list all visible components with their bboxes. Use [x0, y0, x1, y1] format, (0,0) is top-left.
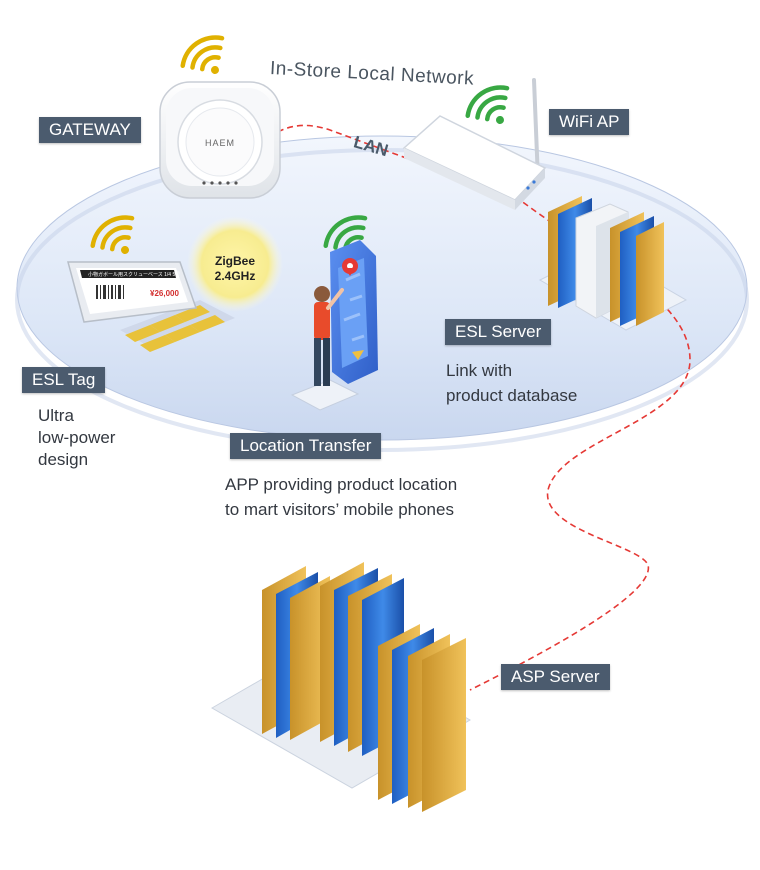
- caption-line: Link with: [446, 361, 513, 380]
- zigbee-label-line: ZigBee: [214, 254, 255, 268]
- gateway-logo: HAEM: [205, 138, 235, 148]
- server-rack-icon: [538, 196, 688, 331]
- esl-tag-device-icon: 小物ガボール用スクリューベース 1/4 5号 ¥26,000: [67, 261, 235, 352]
- wifi-icon: [180, 35, 225, 74]
- gateway-label: GATEWAY: [39, 117, 141, 143]
- esl-tag-label: ESL Tag: [22, 367, 106, 393]
- caption-line: APP providing product location: [225, 475, 458, 494]
- wifi-icon: [465, 85, 510, 124]
- gateway-device-icon: HAEM: [159, 81, 281, 199]
- esl-tag-screen-header: 小物ガボール用スクリューベース 1/4 5号: [88, 271, 180, 278]
- wifi-ap-label: WiFi AP: [549, 109, 630, 135]
- person-phone-icon: [290, 240, 378, 411]
- lan-connection-line: [277, 124, 691, 691]
- caption-line: product database: [446, 386, 578, 405]
- esl-server-caption: Link with product database: [446, 358, 577, 408]
- location-transfer-caption: APP providing product location to mart v…: [225, 472, 457, 522]
- asp-server-label: ASP Server: [501, 664, 610, 690]
- caption-line: Ultra: [38, 406, 74, 425]
- zigbee-label-line: 2.4GHz: [214, 269, 256, 283]
- wifi-router-icon: [402, 78, 547, 210]
- wifi-icon: [90, 215, 135, 254]
- caption-line: low-power: [38, 428, 116, 447]
- zigbee-signal-area: [187, 216, 283, 312]
- server-rack-icon: [210, 562, 472, 812]
- esl-server-label: ESL Server: [445, 319, 552, 345]
- esl-tag-caption: Ultra low-power design: [38, 405, 115, 471]
- zigbee-label: ZigBee 2.4GHz: [200, 254, 270, 284]
- esl-tag-screen-price: ¥26,000: [150, 289, 179, 298]
- location-transfer-label: Location Transfer: [230, 433, 382, 459]
- caption-line: to mart visitors’ mobile phones: [225, 500, 454, 519]
- caption-line: design: [38, 450, 89, 469]
